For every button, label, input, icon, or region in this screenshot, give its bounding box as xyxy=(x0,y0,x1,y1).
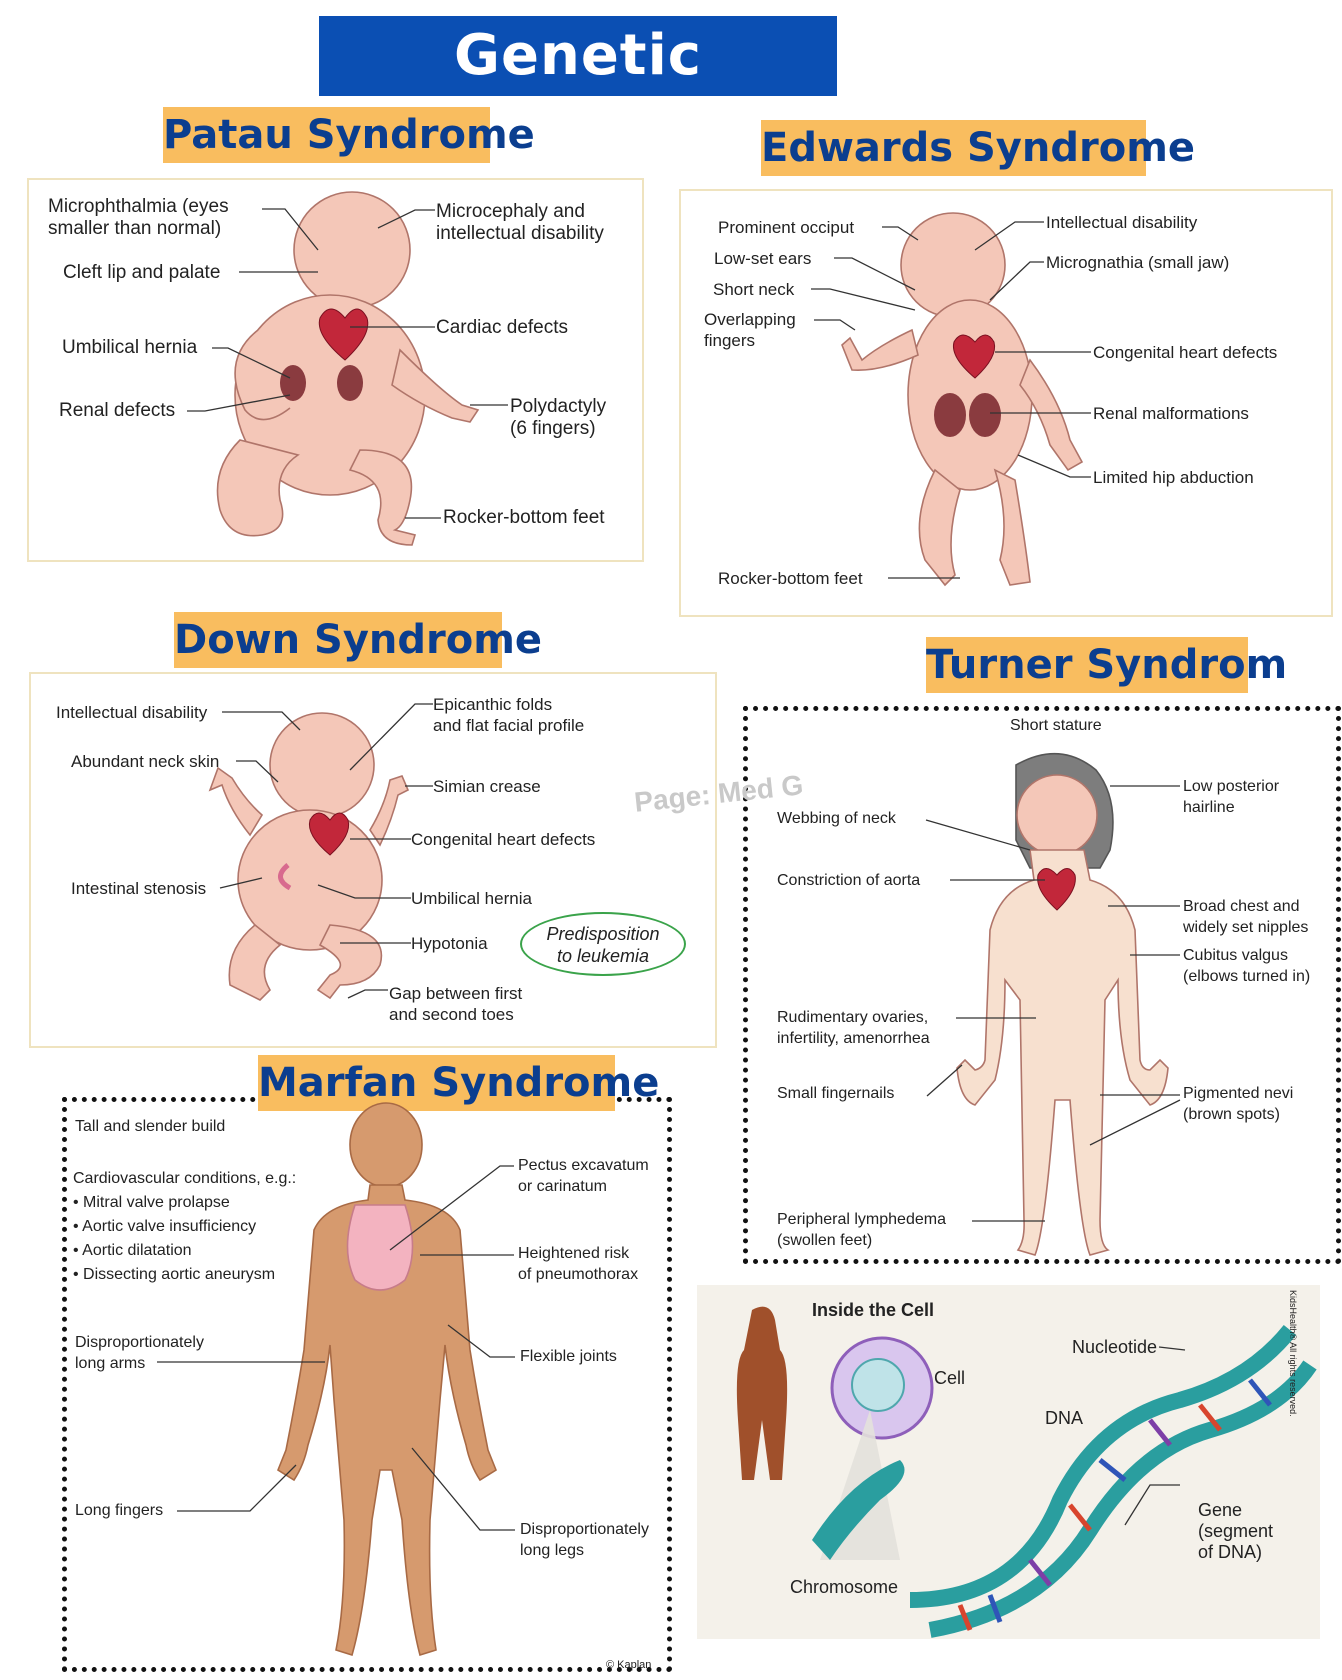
edwards-label-intellectual: Intellectual disability xyxy=(1046,213,1198,232)
patau-label-microcephaly: Microcephaly and intellectual disability xyxy=(436,201,604,244)
marfan-label-joints: Flexible joints xyxy=(520,1348,617,1365)
edwards-label-neck: Short neck xyxy=(713,280,795,299)
marfan-label-pneumothorax: Heightened risk of pneumothorax xyxy=(518,1245,639,1283)
edwards-baby-figure xyxy=(841,212,1084,587)
down-baby-figure xyxy=(208,712,410,1001)
down-label-heart: Congenital heart defects xyxy=(411,830,596,849)
down-label-intellectual: Intellectual disability xyxy=(56,703,208,722)
cell-label-gene: Gene (segment of DNA) xyxy=(1198,1500,1274,1562)
edwards-title: Edwards Syndrome xyxy=(761,120,1195,176)
cell-label-chromosome: Chromosome xyxy=(790,1577,899,1597)
marfan-cardio-item: • Aortic valve insufficiency xyxy=(73,1218,257,1235)
marfan-label-build: Tall and slender build xyxy=(75,1118,226,1135)
dna-illustration xyxy=(736,1306,1317,1638)
patau-label-cleft: Cleft lip and palate xyxy=(63,262,221,283)
organ-marks xyxy=(278,308,1076,911)
cell-credit: KidsHealth® All rights reserved. xyxy=(1288,1290,1298,1417)
down-label-simian: Simian crease xyxy=(433,777,541,796)
turner-girl-figure xyxy=(956,752,1169,1256)
turner-label-lymphedema: Peripheral lymphedema (swollen feet) xyxy=(777,1211,946,1249)
edwards-label-fingers: Overlapping fingers xyxy=(704,310,796,350)
marfan-label-legs: Disproportionately long legs xyxy=(520,1521,649,1559)
leader-lines xyxy=(157,208,1186,1531)
edwards-label-heart: Congenital heart defects xyxy=(1093,343,1278,362)
edwards-label-hip: Limited hip abduction xyxy=(1093,468,1254,487)
marfan-label-arms: Disproportionately long arms xyxy=(75,1334,204,1372)
cell-label-cell: Cell xyxy=(934,1368,966,1388)
down-label-umbilical: Umbilical hernia xyxy=(411,889,532,908)
marfan-cardio-item: • Dissecting aortic aneurysm xyxy=(73,1266,276,1283)
down-label-toes: Gap between first and second toes xyxy=(389,984,523,1024)
patau-label-umbilical: Umbilical hernia xyxy=(62,337,198,358)
patau-label-polydactyly: Polydactyly (6 fingers) xyxy=(510,396,607,439)
turner-label-nails: Small fingernails xyxy=(777,1085,895,1102)
down-leukemia-badge: Predisposition to leukemia xyxy=(520,912,686,976)
patau-baby-figure xyxy=(216,191,480,546)
turner-label-chest: Broad chest and widely set nipples xyxy=(1183,898,1309,936)
marfan-cardio-item: • Mitral valve prolapse xyxy=(73,1194,230,1211)
marfan-label-fingers: Long fingers xyxy=(75,1502,164,1519)
cell-title: Inside the Cell xyxy=(812,1300,935,1320)
edwards-label-renal: Renal malformations xyxy=(1093,404,1249,423)
edwards-label-occiput: Prominent occiput xyxy=(718,218,855,237)
patau-label-renal: Renal defects xyxy=(59,400,176,421)
down-title: Down Syndrome xyxy=(174,612,542,668)
marfan-title: Marfan Syndrome xyxy=(258,1055,659,1111)
patau-label-microphthalmia: Microphthalmia (eyes smaller than normal… xyxy=(48,196,229,239)
turner-label-ovaries: Rudimentary ovaries, infertility, amenor… xyxy=(777,1009,930,1047)
cell-label-dna: DNA xyxy=(1045,1408,1084,1428)
edwards-label-ears: Low-set ears xyxy=(714,249,812,268)
edwards-label-micrognathia: Micrognathia (small jaw) xyxy=(1046,253,1230,272)
down-label-neck-skin: Abundant neck skin xyxy=(71,752,220,771)
marfan-label-pectus: Pectus excavatum or carinatum xyxy=(518,1157,649,1195)
turner-title: Turner Syndrom xyxy=(926,637,1287,693)
down-label-epicanthic: Epicanthic folds and flat facial profile xyxy=(433,695,585,735)
marfan-cardio-item: • Aortic dilatation xyxy=(73,1242,192,1259)
turner-label-webbing: Webbing of neck xyxy=(777,810,896,827)
cell-label-nucleotide: Nucleotide xyxy=(1072,1337,1158,1357)
turner-label-stature: Short stature xyxy=(1010,717,1102,734)
turner-label-cubitus: Cubitus valgus (elbows turned in) xyxy=(1183,947,1311,985)
patau-title: Patau Syndrome xyxy=(163,107,535,163)
marfan-copyright: © Kaplan xyxy=(606,1659,652,1671)
turner-label-nevi: Pigmented nevi (brown spots) xyxy=(1183,1085,1294,1123)
marfan-label-cardio-head: Cardiovascular conditions, e.g.: xyxy=(73,1170,297,1187)
patau-label-cardiac: Cardiac defects xyxy=(436,317,569,338)
turner-label-hairline: Low posterior hairline xyxy=(1183,778,1280,816)
turner-label-aorta: Constriction of aorta xyxy=(777,872,921,889)
edwards-label-rocker: Rocker-bottom feet xyxy=(718,569,863,588)
patau-label-rocker: Rocker-bottom feet xyxy=(443,507,605,528)
down-label-hypotonia: Hypotonia xyxy=(411,934,488,953)
marfan-figure xyxy=(277,1102,497,1657)
down-label-stenosis: Intestinal stenosis xyxy=(71,879,207,898)
